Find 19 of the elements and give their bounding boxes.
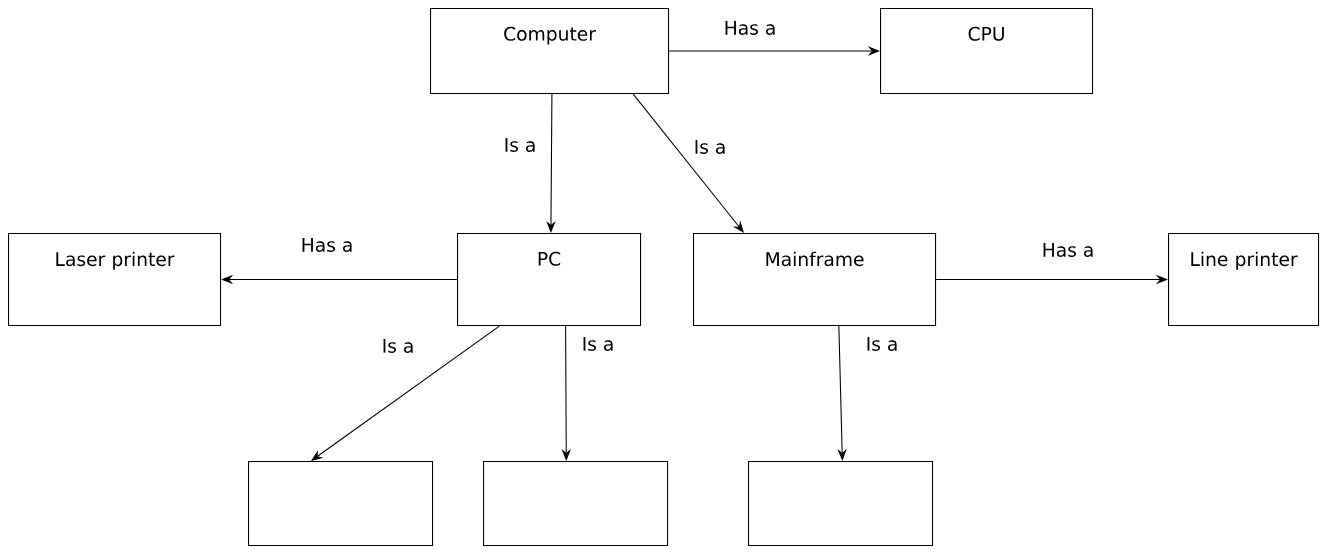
concept-box: CPU	[880, 8, 1094, 95]
concept-box: Line printer	[1168, 233, 1320, 327]
concept-box: Mainframe	[693, 233, 937, 327]
edge-label: Is a	[502, 136, 538, 154]
concept-box: PC	[457, 233, 642, 327]
arrow	[546, 93, 556, 233]
empty-box	[248, 461, 434, 547]
edge-label: Has a	[1040, 241, 1096, 259]
empty-box	[483, 461, 669, 547]
edge-label: Has a	[722, 19, 778, 37]
concept-box: Computer	[430, 8, 670, 95]
empty-box	[748, 461, 934, 547]
edge-label: Has a	[299, 236, 355, 254]
edge-label: Is a	[692, 138, 728, 156]
edge-label: Is a	[864, 335, 900, 353]
edge-label: Is a	[580, 335, 616, 353]
edge-label: Is a	[380, 337, 416, 355]
arrow	[668, 46, 880, 56]
concept-box: Laser printer	[8, 233, 222, 327]
